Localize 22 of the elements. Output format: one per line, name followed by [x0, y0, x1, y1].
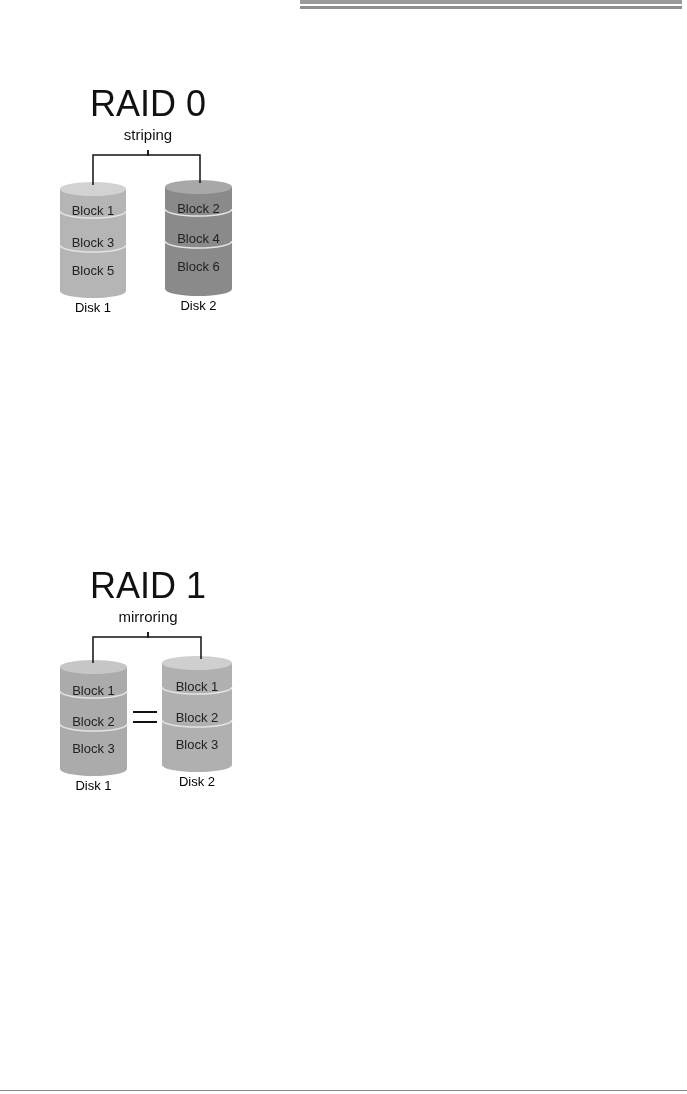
block-label: Block 3 [71, 741, 116, 757]
disk-label: Disk 1 [73, 300, 113, 315]
block-label: Block 2 [176, 201, 221, 217]
block-label: Block 1 [174, 679, 220, 695]
diagram-subheading: striping [122, 126, 174, 144]
disk-label: Disk 2 [179, 298, 218, 313]
diagram-heading: RAID 0 [88, 84, 207, 124]
disk-label: Disk 1 [74, 778, 113, 793]
block-label: Block 6 [176, 259, 221, 275]
diagram-heading: RAID 1 [88, 566, 207, 606]
block-label: Block 1 [70, 203, 116, 219]
block-label: Block 5 [70, 263, 116, 279]
diagram-subheading: mirroring [117, 608, 179, 626]
block-label: Block 3 [174, 737, 220, 753]
block-label: Block 2 [71, 714, 116, 730]
block-label: Block 1 [71, 683, 116, 699]
block-label: Block 2 [174, 710, 220, 726]
disk-label: Disk 2 [177, 774, 217, 789]
block-label: Block 3 [70, 235, 116, 251]
connector-line [147, 631, 202, 660]
connector-line [147, 149, 201, 184]
block-label: Block 4 [176, 231, 221, 247]
